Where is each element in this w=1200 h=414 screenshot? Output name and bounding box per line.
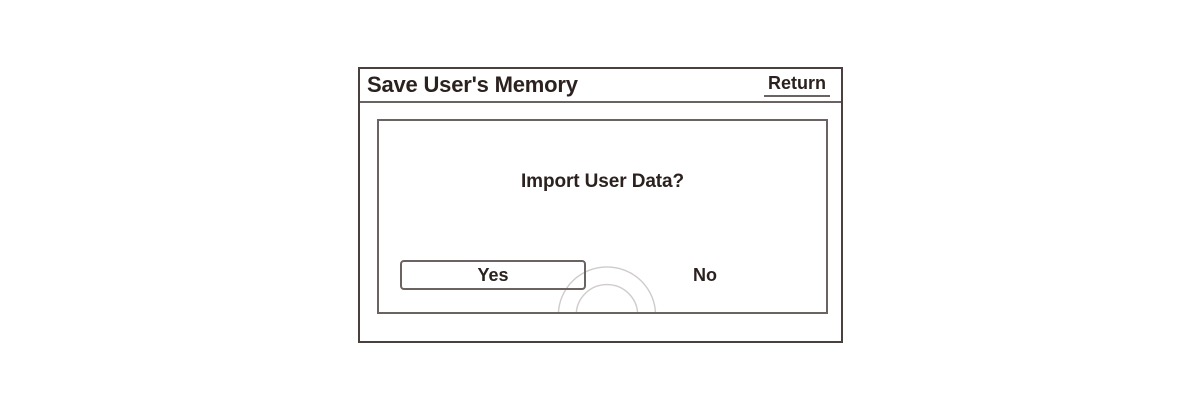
no-button[interactable]: No <box>693 264 717 285</box>
choice-row: Yes No <box>379 260 826 292</box>
dialog-panel: Import User Data? Yes No <box>377 119 828 314</box>
device-screen-frame: Save User's Memory Return Import User Da… <box>358 67 843 343</box>
page-title: Save User's Memory <box>367 72 578 97</box>
title-bar: Save User's Memory Return <box>360 69 841 103</box>
return-button[interactable]: Return <box>764 74 830 97</box>
yes-button[interactable]: Yes <box>400 260 586 290</box>
dialog-prompt: Import User Data? <box>520 171 684 192</box>
